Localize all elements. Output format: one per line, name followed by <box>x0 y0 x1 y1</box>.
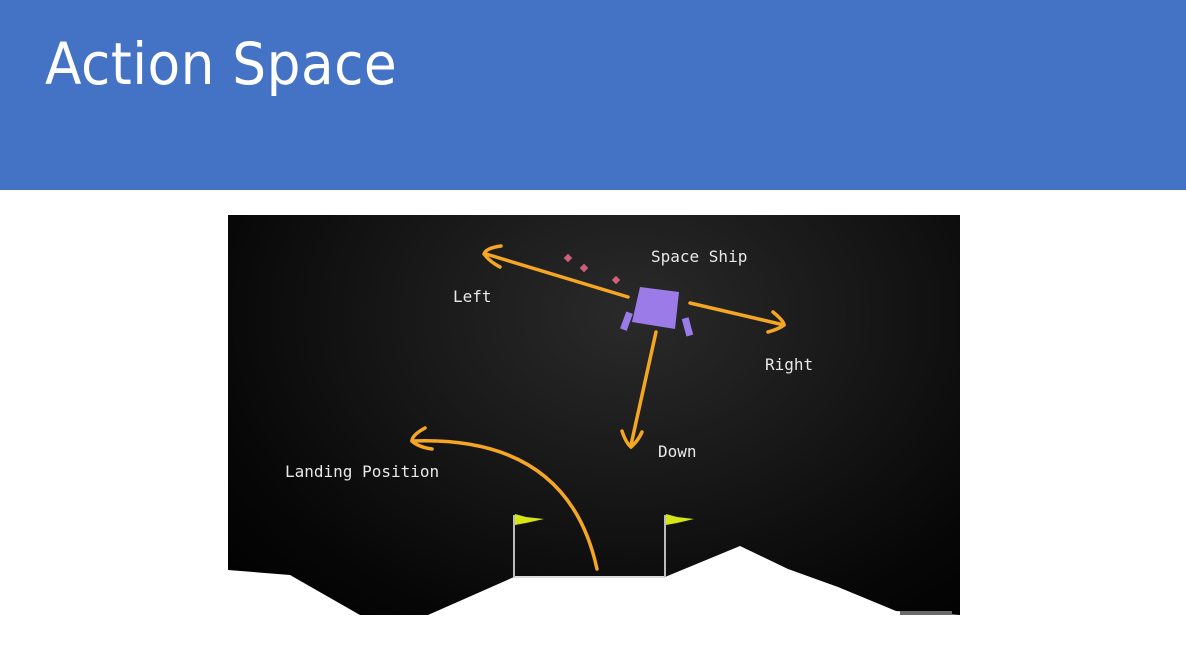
terrain-edge <box>900 611 952 615</box>
lunar-lander-figure: Space Ship Left Right Down Landing Posit… <box>228 215 960 615</box>
slide-header: Action Space <box>0 0 1186 190</box>
arrow-landing-icon <box>410 426 599 571</box>
label-left: Left <box>453 287 492 306</box>
label-space-ship: Space Ship <box>651 247 748 266</box>
lander-scene <box>228 244 960 615</box>
label-right: Right <box>765 355 814 374</box>
terrain-ground <box>228 546 960 615</box>
flag-left-icon <box>513 514 544 577</box>
label-landing-position: Landing Position <box>285 462 440 481</box>
arrow-down-icon <box>620 330 658 450</box>
arrow-right-icon <box>688 301 786 334</box>
space-ship-icon <box>620 287 694 337</box>
slide-title: Action Space <box>45 30 398 98</box>
arrow-left-icon <box>482 244 630 299</box>
flag-right-icon <box>664 514 694 577</box>
label-down: Down <box>658 442 697 461</box>
